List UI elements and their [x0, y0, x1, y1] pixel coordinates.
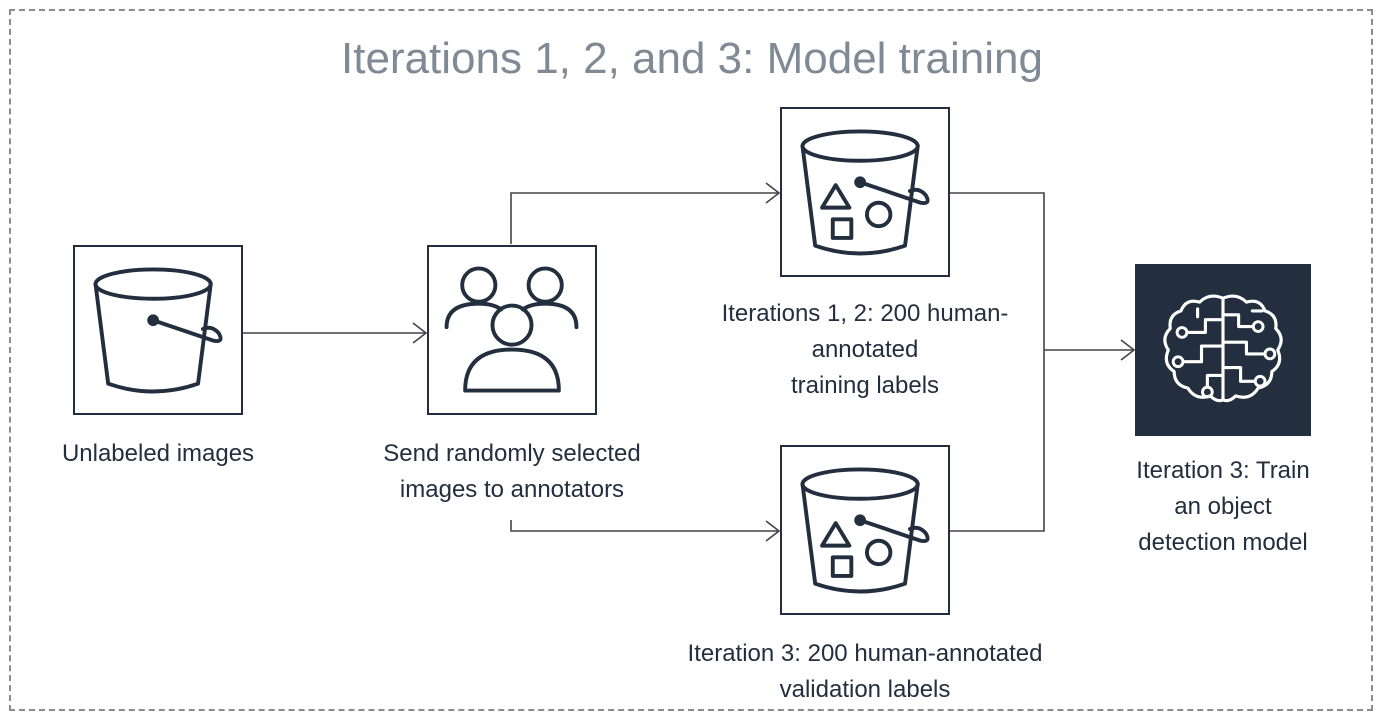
diagram-title: Iterations 1, 2, and 3: Model training: [341, 34, 1043, 83]
unlabeled-images-node: [73, 245, 243, 415]
object-detection-model-label: Iteration 3: Train an object detection m…: [1100, 453, 1346, 561]
users-icon: [444, 266, 579, 393]
validation-label-line: validation labels: [779, 676, 951, 703]
validation-labels-label: Iteration 3: 200 human-annotated validat…: [630, 636, 1100, 708]
bucket-icon: [93, 267, 223, 394]
validation-labels-node: [780, 445, 950, 615]
validation-label-line: Iteration 3: 200 human-annotated: [687, 640, 1043, 667]
training-labels-label: Iterations 1, 2: 200 human- annotated tr…: [672, 296, 1058, 404]
object-detection-model-node: [1135, 264, 1311, 436]
annotators-label-line: Send randomly selected: [383, 440, 641, 467]
brain-icon: [1163, 294, 1283, 403]
unlabeled-images-label: Unlabeled images: [61, 440, 255, 467]
connector-training-to-merge: [950, 192, 1045, 350]
labeled-bucket-icon: [800, 467, 930, 594]
labeled-bucket-icon: [800, 129, 930, 256]
training-label-line: annotated: [811, 336, 919, 363]
arrow-annotators-to-validation: [510, 520, 778, 532]
diagram-frame: [9, 9, 1373, 711]
annotators-label-line: images to annotators: [399, 476, 625, 503]
arrow-annotators-to-training: [510, 192, 778, 244]
annotators-label: Send randomly selected images to annotat…: [350, 436, 674, 508]
model-label-line: an object: [1174, 493, 1272, 520]
model-label-line: Iteration 3: Train: [1136, 457, 1310, 484]
training-label-line: Iterations 1, 2: 200 human-: [721, 300, 1009, 327]
model-label-line: detection model: [1138, 529, 1308, 556]
training-labels-node: [780, 107, 950, 277]
training-label-line: training labels: [790, 372, 940, 399]
connector-validation-to-merge: [950, 350, 1045, 532]
annotators-node: [427, 245, 597, 415]
